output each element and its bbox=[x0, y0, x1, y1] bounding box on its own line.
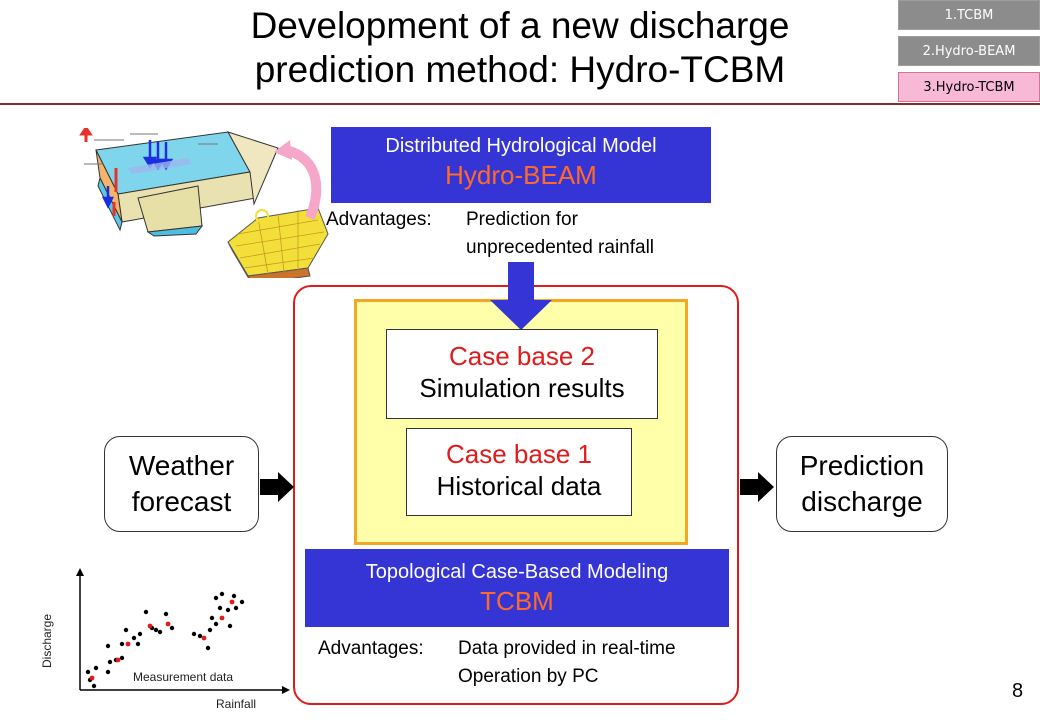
tcbm-box: Topological Case-Based Modeling TCBM bbox=[305, 549, 729, 627]
nav-tab-hydro-tcbm[interactable]: 3.Hydro-TCBM bbox=[898, 72, 1040, 102]
weather-forecast-box: Weather forecast bbox=[104, 436, 259, 532]
prediction-discharge-box: Prediction discharge bbox=[776, 436, 948, 532]
page-number: 8 bbox=[1012, 680, 1024, 702]
down-arrow-icon bbox=[490, 262, 552, 330]
tcbm-model-type: Topological Case-Based Modeling bbox=[365, 561, 669, 583]
case-base-2-box: Case base 2 Simulation results bbox=[386, 329, 658, 419]
tcbm-advantages-label: Advantages: bbox=[318, 638, 424, 659]
tcbm-advantage-2: Operation by PC bbox=[458, 666, 599, 687]
tcbm-name: TCBM bbox=[480, 586, 554, 616]
case-base-1-box: Case base 1 Historical data bbox=[406, 428, 632, 516]
scatter-x-label: Rainfall bbox=[216, 697, 257, 711]
weather-line-1: Weather bbox=[128, 450, 235, 481]
nav-tab-hydro-beam[interactable]: 2.Hydro-BEAM bbox=[898, 36, 1040, 66]
hydro-beam-advantages-label: Advantages: bbox=[326, 209, 432, 230]
hydro-beam-model-type: Distributed Hydrological Model bbox=[385, 135, 657, 157]
case-base-1-subtitle: Historical data bbox=[436, 471, 602, 501]
watershed-model-illustration bbox=[79, 128, 329, 278]
right-arrow-icon bbox=[260, 472, 294, 502]
weather-line-2: forecast bbox=[131, 486, 232, 517]
nav-tab-tcbm[interactable]: 1.TCBM bbox=[898, 0, 1040, 30]
scatter-y-label: Discharge bbox=[40, 613, 54, 668]
hydro-beam-advantage-2: unprecedented rainfall bbox=[466, 237, 655, 258]
tcbm-advantage-1: Data provided in real-time bbox=[458, 638, 676, 659]
measurement-scatter-plot bbox=[76, 568, 290, 694]
title-line-2: prediction method: Hydro-TCBM bbox=[254, 49, 786, 90]
case-base-1-title: Case base 1 bbox=[446, 439, 592, 469]
prediction-line-2: discharge bbox=[801, 486, 923, 517]
title-divider bbox=[0, 103, 1040, 105]
hydro-beam-advantage-1: Prediction for bbox=[466, 209, 578, 230]
hydro-beam-name: Hydro-BEAM bbox=[445, 160, 597, 190]
page-title: Development of a new discharge predictio… bbox=[150, 4, 890, 92]
scatter-caption: Measurement data bbox=[133, 670, 234, 684]
title-line-1: Development of a new discharge bbox=[250, 5, 790, 46]
right-arrow-icon bbox=[740, 472, 774, 502]
case-base-2-title: Case base 2 bbox=[449, 341, 595, 371]
prediction-line-1: Prediction bbox=[799, 450, 925, 481]
case-base-2-subtitle: Simulation results bbox=[419, 373, 625, 403]
hydro-beam-box: Distributed Hydrological Model Hydro-BEA… bbox=[331, 127, 711, 203]
